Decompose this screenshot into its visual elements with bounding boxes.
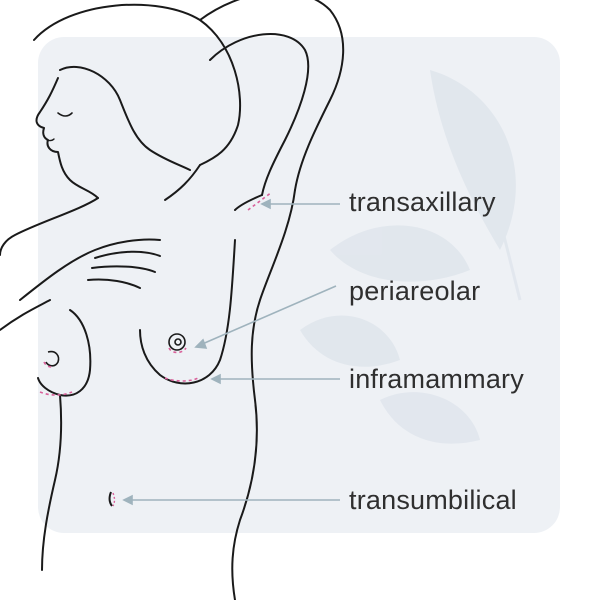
lips: [46, 138, 55, 142]
left-breast: [37, 309, 92, 397]
neck-line: [164, 164, 201, 201]
closed-eye: [57, 112, 73, 117]
raised-arm-outer: [199, 0, 345, 191]
navel: [108, 491, 113, 507]
shoulder-left: [0, 197, 99, 256]
arrowhead-transaxillary: [260, 198, 271, 210]
transumbilical-incision: [112, 492, 116, 507]
label-transumbilical: transumbilical: [349, 485, 517, 515]
arrowhead-periareolar: [194, 338, 208, 349]
right-breast: [139, 239, 236, 385]
torso-left: [41, 394, 63, 571]
arrowhead-transumbilical: [122, 494, 133, 506]
raised-arm-inner: [209, 33, 310, 196]
armpit-crease: [234, 194, 263, 211]
left-areola-incision: [43, 361, 55, 368]
label-inframammary: inframammary: [349, 364, 524, 394]
hair-inner: [59, 65, 191, 171]
left-inframammary-incision: [39, 391, 73, 396]
transaxillary-incision: [247, 191, 273, 211]
forearm: [0, 299, 51, 331]
right-areola: [168, 333, 186, 351]
torso-right: [231, 189, 296, 600]
periareolar-incision: [168, 347, 187, 354]
label-transaxillary: transaxillary: [349, 187, 496, 217]
right-nipple: [174, 338, 182, 346]
leaf-watermark: [300, 70, 522, 444]
hand: [19, 238, 161, 301]
pointer-periareolar: [199, 285, 337, 346]
label-periareolar: periareolar: [349, 276, 481, 306]
arrowhead-inframammary: [210, 373, 221, 385]
left-areola: [45, 350, 60, 367]
hair-outline: [33, 3, 242, 166]
inframammary-incision: [164, 377, 199, 382]
